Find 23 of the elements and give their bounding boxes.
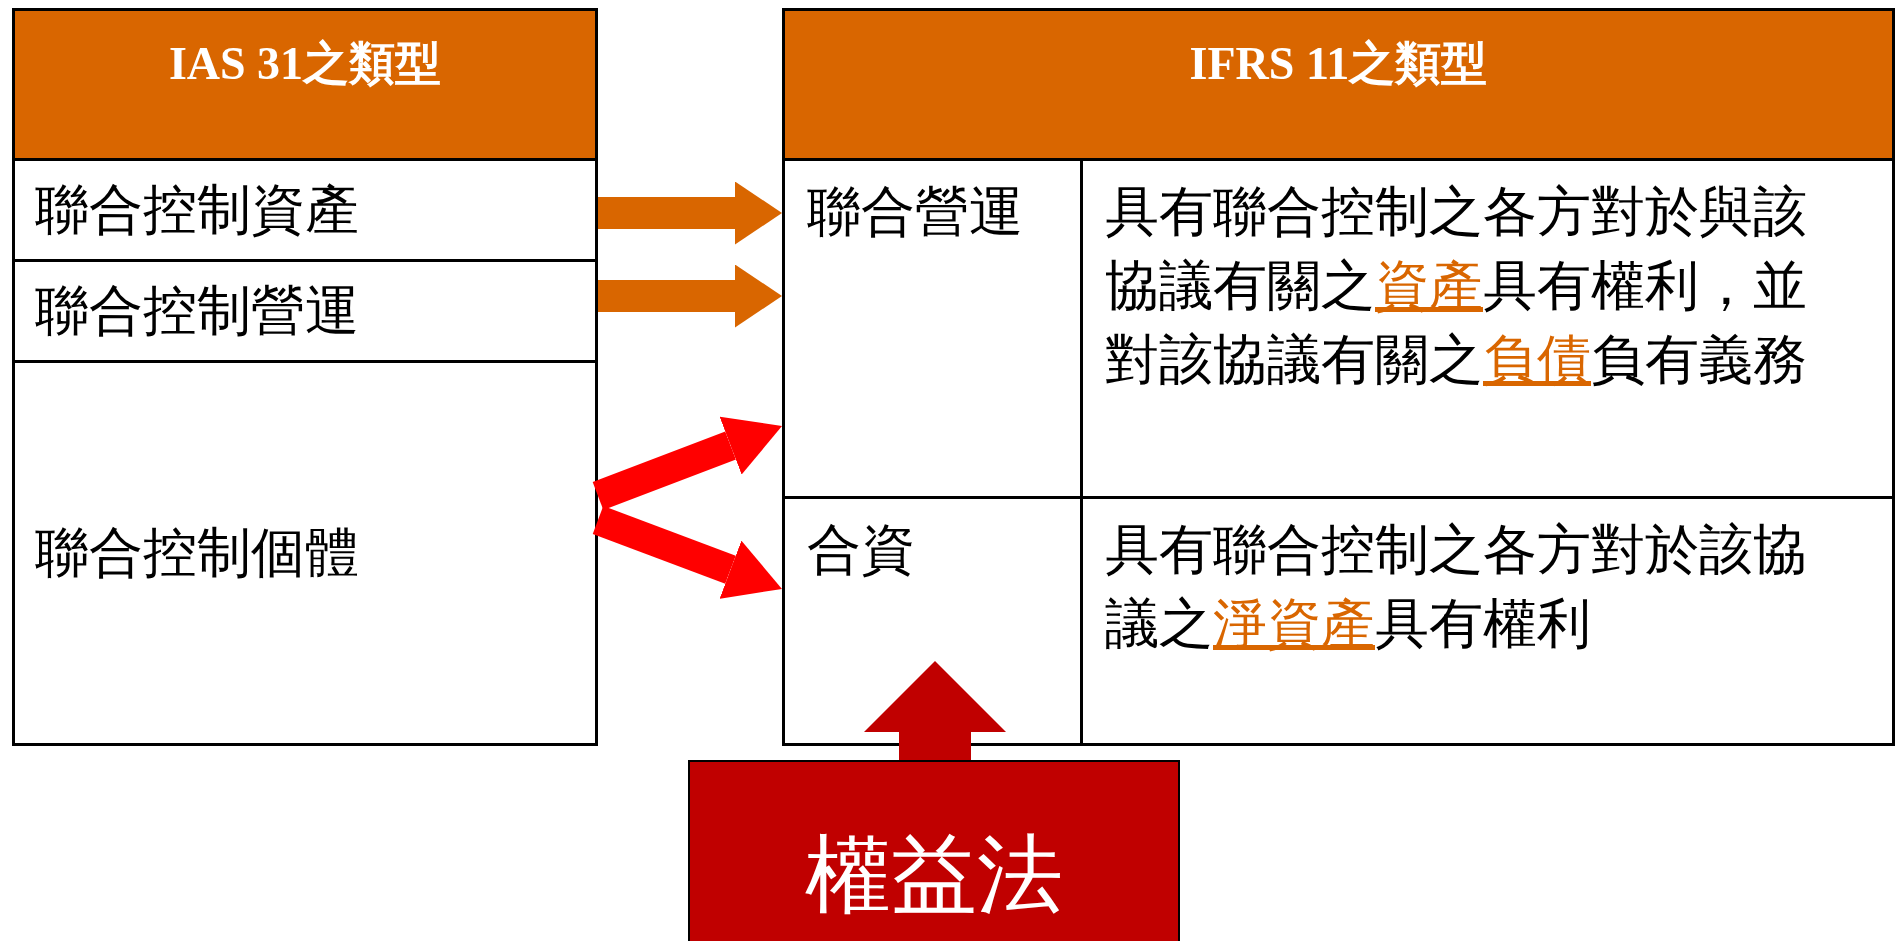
table-header	[12, 8, 598, 161]
table-cell	[12, 259, 598, 363]
cell-text: 合資	[807, 520, 915, 580]
arrow	[592, 505, 782, 599]
arrow	[598, 181, 782, 245]
cell-text: 聯合營運	[807, 182, 1023, 242]
method-box	[688, 760, 1180, 941]
table-cell	[12, 360, 598, 746]
table-cell	[782, 496, 1083, 746]
table-cell	[12, 158, 598, 262]
block-arrow	[864, 661, 1006, 760]
arrow	[592, 416, 782, 510]
method-label: 權益法	[805, 825, 1063, 925]
cell-text: 聯合控制個體	[35, 521, 359, 585]
header-title: IAS 31之類型	[168, 37, 442, 91]
arrow	[598, 264, 782, 328]
header-title: IFRS 11之類型	[1189, 37, 1488, 91]
cell-text: 具有聯合控制之各方對於該協議之淨資產具有權利	[1105, 520, 1807, 654]
cell-text: 具有聯合控制之各方對於與該協議有關之資產具有權利，並對該協議有關之負債負有義務	[1105, 182, 1807, 390]
table-header	[782, 8, 1895, 161]
cell-text: 聯合控制營運	[35, 279, 359, 343]
cell-text: 聯合控制資產	[35, 178, 359, 242]
table-cell	[1080, 496, 1895, 746]
